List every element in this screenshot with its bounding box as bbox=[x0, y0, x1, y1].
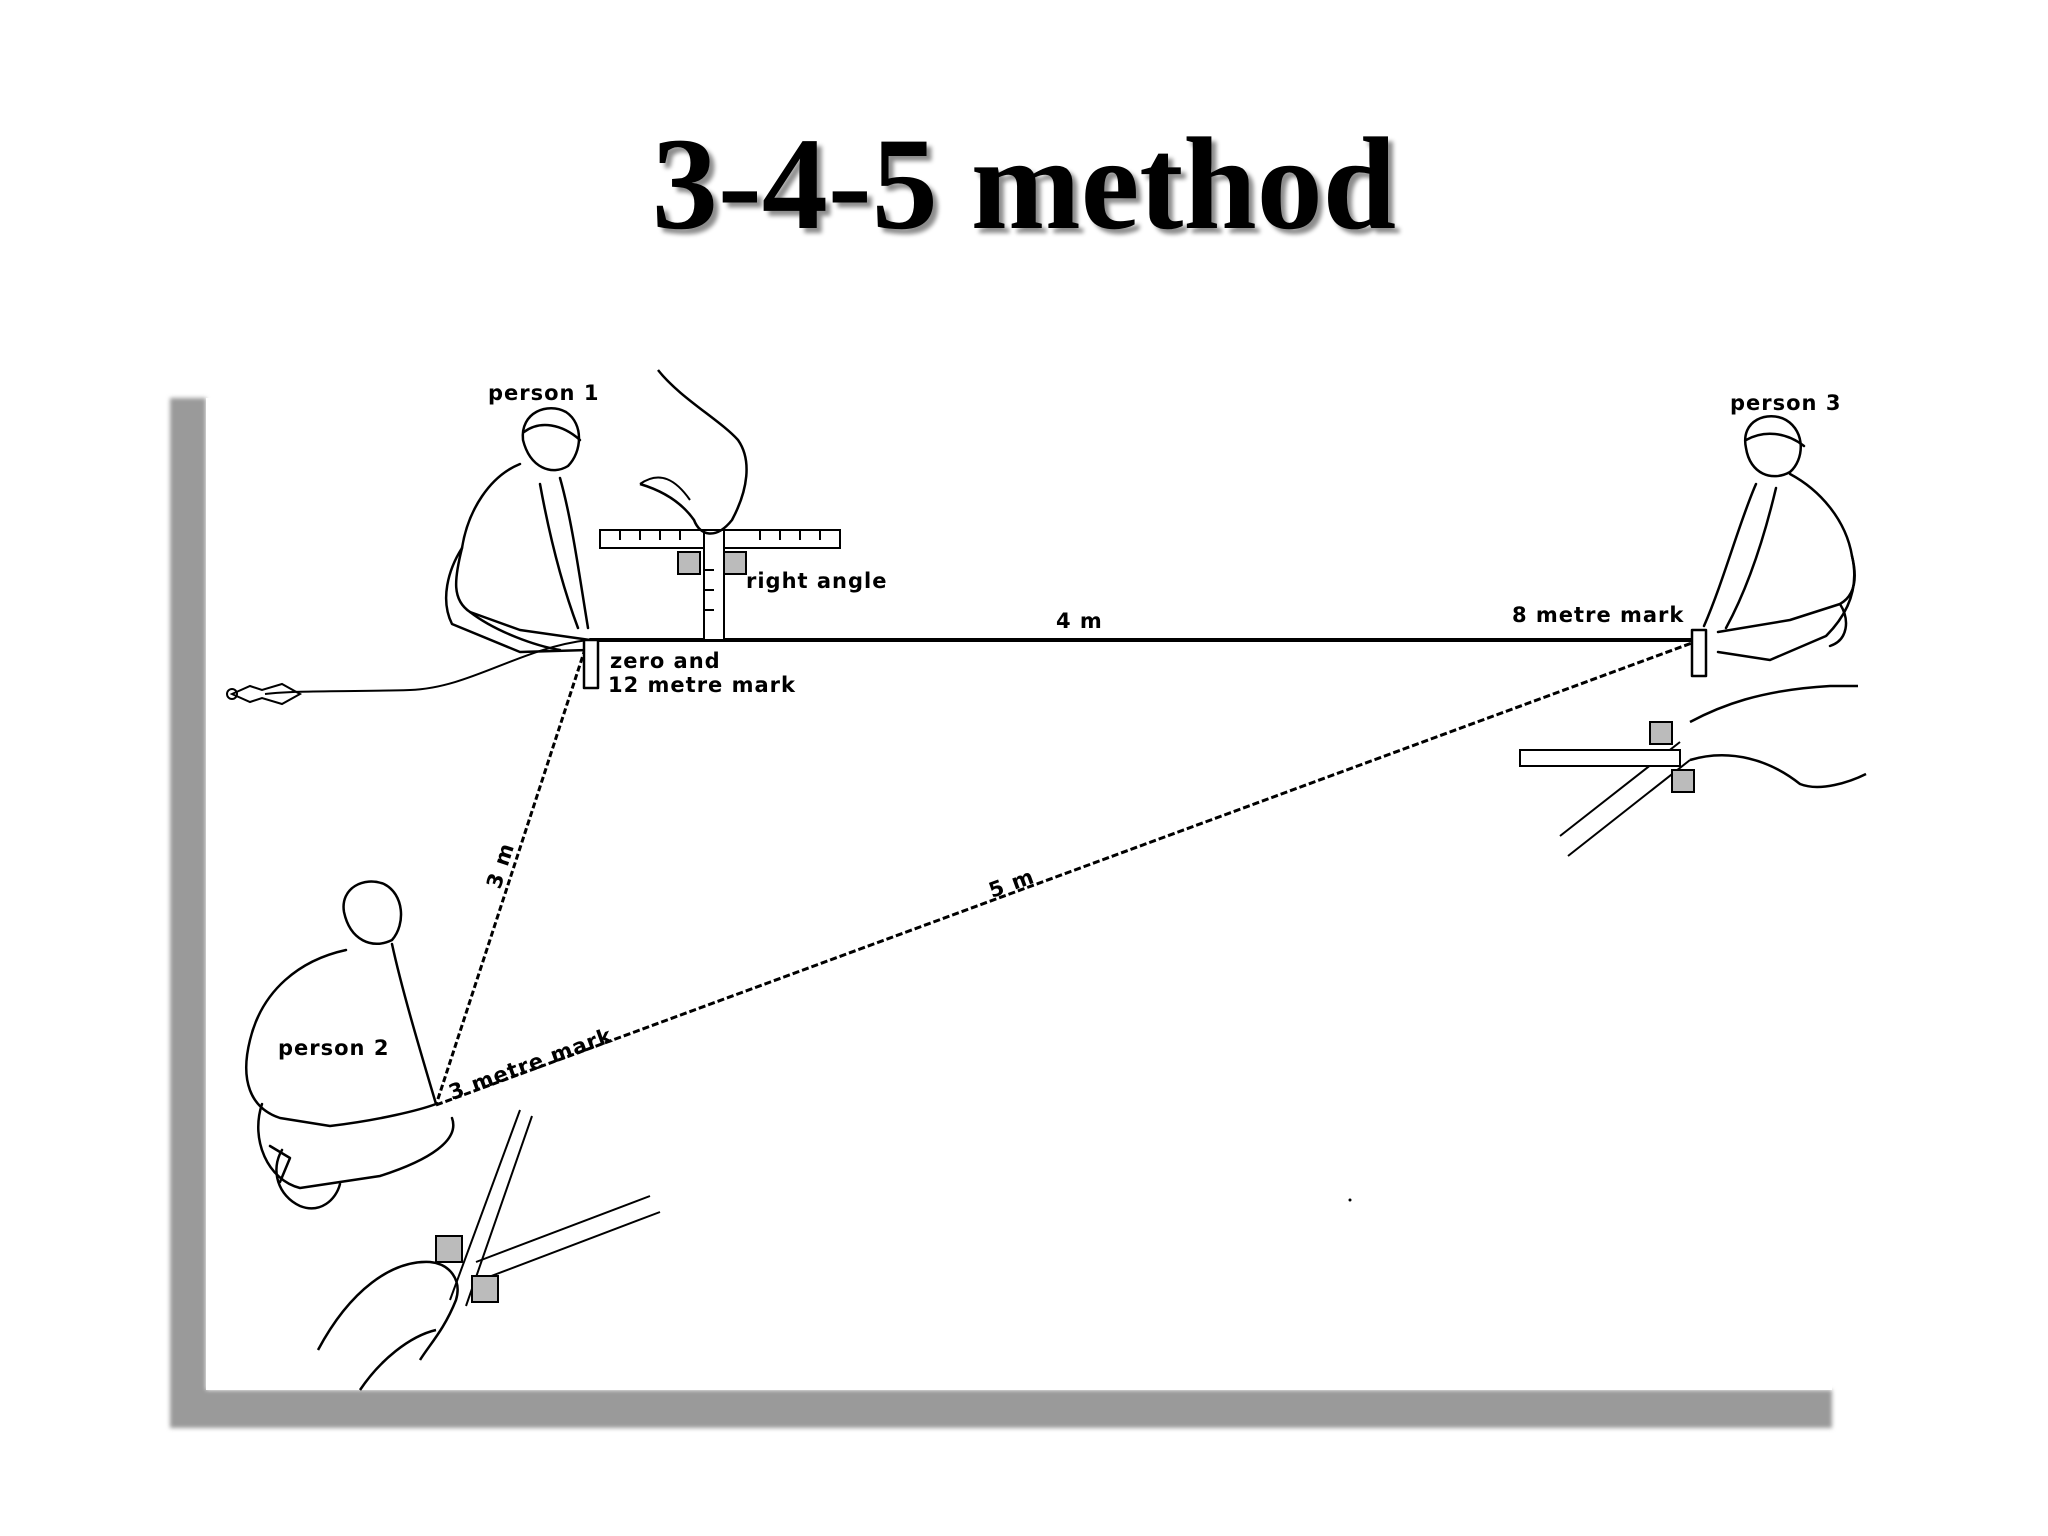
person-1-figure bbox=[444, 407, 600, 690]
label-zero-mark-line2: 12 metre mark bbox=[608, 673, 796, 697]
tape-side-5m bbox=[435, 638, 1701, 1107]
tape-lines bbox=[226, 638, 1701, 1107]
label-person-1: person 1 bbox=[488, 381, 599, 405]
person-2-figure bbox=[245, 880, 455, 1210]
label-mark-8m: 8 metre mark bbox=[1512, 603, 1684, 627]
label-person-3: person 3 bbox=[1730, 391, 1841, 415]
slide-title: 3-4-5 method bbox=[651, 110, 1397, 257]
label-zero-mark-line1: zero and bbox=[610, 649, 721, 673]
hands-tape-left bbox=[316, 1109, 661, 1391]
stray-dot bbox=[1348, 1198, 1352, 1202]
label-side-4m: 4 m bbox=[1056, 609, 1103, 633]
loose-tape bbox=[264, 639, 589, 695]
label-right-angle: right angle bbox=[746, 569, 887, 593]
label-person-2: person 2 bbox=[278, 1036, 389, 1060]
frame-shadow bbox=[170, 398, 1832, 1428]
hands-tape-right bbox=[1519, 684, 1867, 857]
tape-side-3m bbox=[434, 639, 590, 1106]
right-angle-square bbox=[599, 369, 841, 641]
tape-reel bbox=[229, 682, 303, 706]
person-3-figure bbox=[1690, 415, 1856, 678]
